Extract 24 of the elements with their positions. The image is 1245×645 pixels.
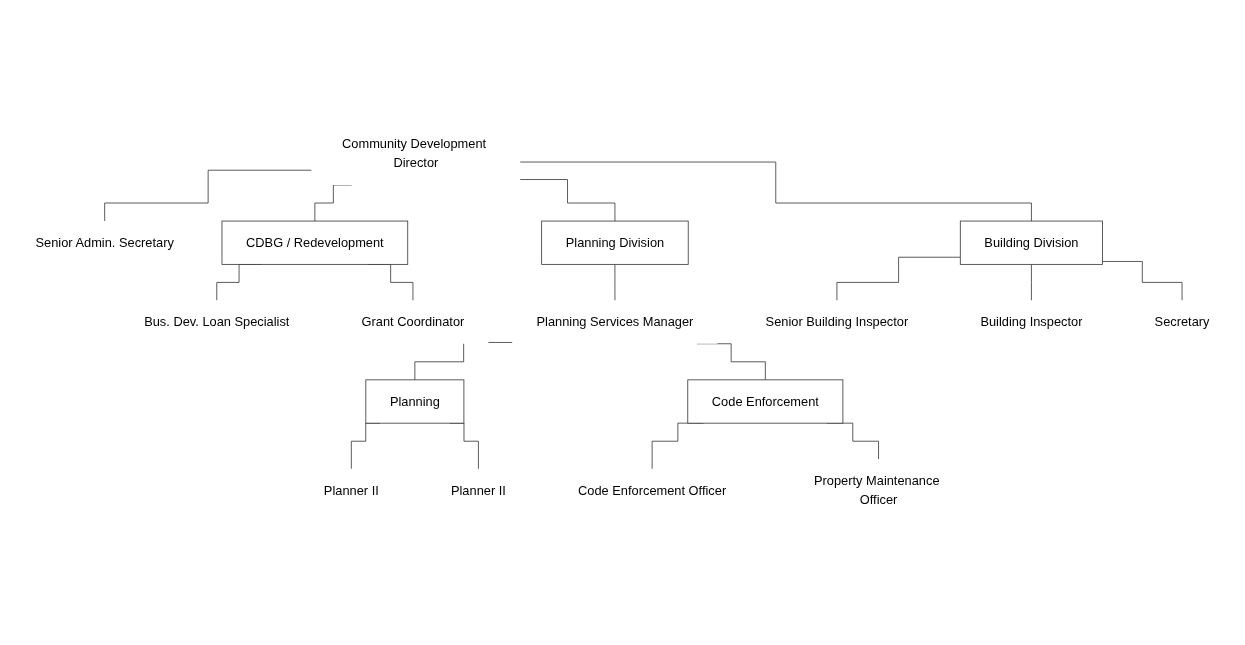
node-text: Bus. Dev. Loan Specialist	[144, 315, 290, 329]
node-text: Building Inspector	[980, 315, 1083, 329]
node-text: Code Enforcement Officer	[578, 483, 727, 498]
node-box: Planning Division	[541, 221, 689, 266]
node-text: Planner II	[323, 483, 379, 498]
node-text: Secretary	[1154, 315, 1210, 329]
connector	[836, 257, 961, 302]
node-text: Property Maintenance Officer	[813, 474, 940, 507]
node-text: Planner II	[450, 483, 506, 498]
node-box: Planning	[365, 379, 465, 424]
node-box: Building Division	[959, 221, 1103, 266]
connector	[1031, 264, 1032, 302]
connector	[104, 170, 312, 222]
node-box: Code Enforcement	[687, 379, 844, 424]
node-text: Community Development Director	[342, 137, 487, 171]
node-text: Senior Admin. Secretary	[35, 235, 174, 250]
node-box: CDBG / Redevelopment	[221, 221, 409, 266]
node-text: Planning Services Manager	[536, 315, 694, 329]
connector	[614, 264, 616, 302]
node-text: Senior Building Inspector	[765, 315, 909, 329]
connector	[1102, 261, 1183, 302]
connector	[519, 179, 616, 222]
node-text: Grant Coordinator	[361, 315, 465, 329]
connector	[519, 162, 1032, 222]
